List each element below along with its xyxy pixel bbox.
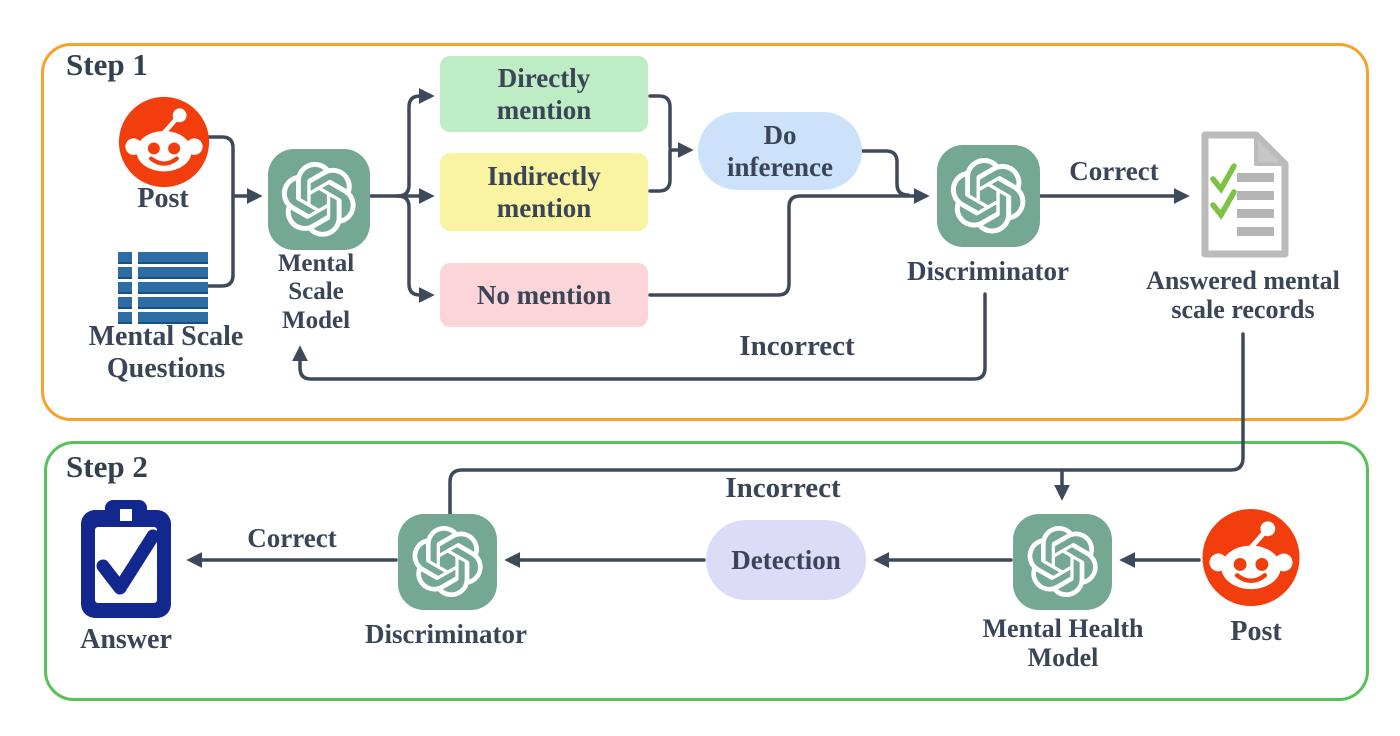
list-row — [118, 267, 208, 279]
inference-line2: inference — [727, 152, 833, 182]
mental-health-model-icon — [1013, 514, 1112, 610]
discriminator2-label: Discriminator — [365, 619, 527, 649]
answered-records-label: Answered mental scale records — [1146, 266, 1340, 325]
openai-logo-icon — [950, 158, 1026, 233]
directly-mention-box: Directly mention — [440, 56, 648, 132]
detection-pill: Detection — [706, 520, 866, 600]
list-row — [118, 312, 208, 324]
check-icon — [1210, 163, 1237, 194]
questions-line1: Mental Scale — [88, 321, 244, 352]
model1-line2: Scale — [288, 278, 344, 306]
records-line1: Answered mental — [1146, 266, 1340, 295]
list-row — [118, 297, 208, 309]
discriminator2-icon — [398, 514, 497, 610]
discriminator1-label: Discriminator — [907, 256, 1069, 286]
records-line2: scale records — [1171, 295, 1315, 325]
no-mention-box: No mention — [440, 263, 648, 327]
correct-label-step2: Correct — [247, 523, 337, 553]
step2-container — [44, 441, 1369, 701]
model2-line2: Model — [1027, 643, 1099, 673]
model2-line1: Mental Health — [982, 614, 1144, 643]
reddit-icon — [118, 96, 210, 188]
answer-label: Answer — [80, 624, 172, 655]
list-row — [118, 252, 208, 264]
list-row — [118, 282, 208, 294]
step1-title: Step 1 — [66, 47, 148, 82]
indirectly-line2: mention — [496, 193, 592, 223]
directly-line2: mention — [496, 95, 592, 125]
check-icon — [96, 529, 160, 595]
model1-line1: Mental — [277, 250, 355, 277]
questions-line2: Questions — [106, 352, 226, 384]
mental-scale-questions-icon — [118, 252, 208, 327]
no-mention-label: No mention — [476, 279, 612, 310]
mental-scale-questions-label: Mental Scale Questions — [89, 321, 244, 384]
detection-label: Detection — [731, 544, 841, 575]
model1-line3: Model — [281, 306, 351, 334]
answered-records-document-icon — [1201, 131, 1289, 258]
indirectly-mention-box: Indirectly mention — [440, 153, 648, 231]
discriminator1-icon — [937, 145, 1040, 247]
answer-clipboard-icon — [81, 500, 171, 618]
openai-logo-icon — [411, 526, 484, 597]
mental-health-model-label: Mental Health Model — [982, 614, 1143, 673]
incorrect-label-step2: Incorrect — [725, 472, 841, 504]
openai-logo-icon — [281, 162, 356, 237]
reddit-icon — [1202, 508, 1300, 607]
post-label-step1: Post — [137, 183, 189, 214]
inference-line1: Do — [763, 119, 797, 150]
mental-scale-model-label: Mental Scale Model — [278, 250, 354, 335]
directly-line1: Directly — [497, 62, 591, 93]
openai-logo-icon — [1026, 526, 1099, 597]
do-inference-pill: Do inference — [698, 112, 862, 190]
post-label-step2: Post — [1230, 616, 1282, 647]
incorrect-label-step1: Incorrect — [739, 330, 855, 362]
step2-title: Step 2 — [66, 449, 148, 484]
mental-scale-model-icon — [268, 149, 370, 250]
check-icon — [1210, 189, 1237, 220]
indirectly-line1: Indirectly — [487, 160, 601, 191]
correct-label-step1: Correct — [1069, 156, 1159, 186]
